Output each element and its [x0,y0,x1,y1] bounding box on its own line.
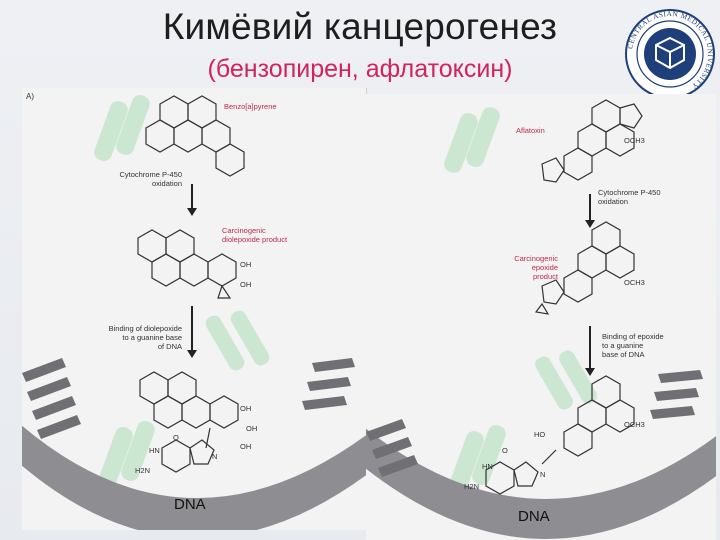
panel-label: A) [26,92,34,101]
guanine-hn: HN [482,462,493,471]
och3-label: OCH3 [624,420,645,429]
oh-label: OH [240,442,252,451]
guanine-hn: HN [149,446,160,455]
guanine-o: O [173,433,179,442]
slide-subtitle: (бензопирен, афлатоксин) [207,55,513,83]
watermark-left [94,95,270,487]
aflatoxin-dna-adduct-structure [485,375,635,495]
guanine-o: O [502,446,508,455]
epoxide-structure [534,221,635,315]
dna-label: DNA [518,508,550,525]
oh-label: OH [246,424,258,433]
watermark-right [444,107,597,491]
ho-label: HO [534,430,546,439]
dna-adduct-structure [139,371,239,473]
oh-label: OH [240,280,252,289]
diolepoxide-structure [137,229,237,299]
slide-title: Кимёвий канцерогенез [162,6,558,47]
compound-name: Benzo[a]pyrene [224,102,277,111]
dna-label: DNA [174,496,206,513]
guanine-n: N [540,470,546,479]
guanine-n: N [212,452,218,461]
compound-name: Aflatoxin [516,126,545,135]
och3-label: OCH3 [624,278,645,287]
oh-label: OH [240,404,252,413]
guanine-h2n: H2N [464,482,480,491]
guanine-h2n: H2N [135,466,151,475]
dna-arc-right [366,428,716,539]
benzopyrene-structure [145,95,245,177]
oh-label: OH [240,260,252,269]
university-seal-logo: CENTRAL ASIAN MEDICAL UNIVERSITY [624,8,716,100]
aflatoxin-structure [541,99,643,183]
dna-arc-left [22,425,366,530]
och3-label: OCH3 [624,136,645,145]
